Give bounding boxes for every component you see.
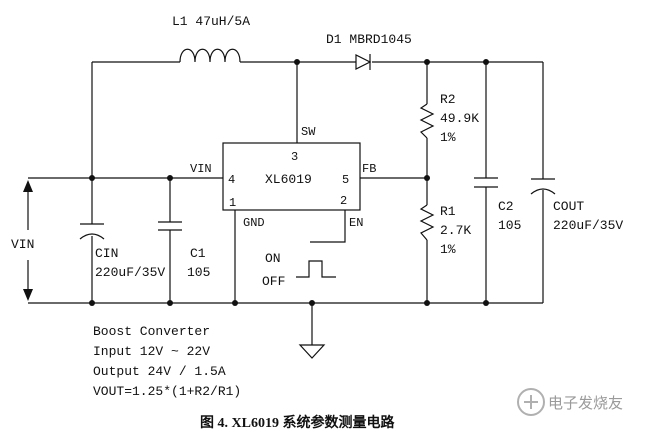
capacitor-c2: C2 105 [474,177,521,233]
diode-d1: D1 MBRD1045 [326,32,412,70]
pin-sw-num: 3 [291,150,298,164]
note-line-1: Boost Converter [93,324,210,339]
r2-tol: 1% [440,130,456,145]
c2-name: C2 [498,199,514,214]
cin-name: CIN [95,246,118,261]
r1-name: R1 [440,204,456,219]
wires [28,61,544,345]
note-line-3: Output 24V / 1.5A [93,364,226,379]
resistor-r2: R2 49.9K 1% [419,92,479,145]
inductor-label: L1 47uH/5A [172,14,250,29]
watermark: 电子发烧友 [517,388,623,416]
enable-off-label: OFF [262,274,285,289]
pin-vin-label: VIN [190,162,212,176]
design-notes: Boost Converter Input 12V ~ 22V Output 2… [93,324,241,399]
r1-tol: 1% [440,242,456,257]
pin-gnd-num: 1 [229,196,236,210]
figure-caption: 图 4. XL6019 系统参数测量电路 [200,414,395,431]
junction-dots [89,59,489,306]
capacitor-cin: CIN 220uF/35V [79,223,165,280]
vin-input-label: VIN [11,237,34,252]
cout-value: 220uF/35V [553,218,623,233]
pin-gnd-label: GND [243,216,265,230]
enable-on-label: ON [265,251,281,266]
note-line-4: VOUT=1.25*(1+R2/R1) [93,384,241,399]
capacitor-cout: COUT 220uF/35V [530,178,623,233]
cin-value: 220uF/35V [95,265,165,280]
c2-value: 105 [498,218,521,233]
ground-icon [298,344,326,359]
capacitor-c1: C1 105 [158,221,210,280]
note-line-2: Input 12V ~ 22V [93,344,210,359]
resistor-r1: R1 2.7K 1% [419,204,471,257]
enable-signal: ON OFF [262,251,336,289]
r2-name: R2 [440,92,456,107]
c1-name: C1 [190,246,206,261]
pin-vin-num: 4 [228,173,235,187]
r1-value: 2.7K [440,223,471,238]
c1-value: 105 [187,265,210,280]
cout-name: COUT [553,199,584,214]
pin-sw-label: SW [301,125,316,139]
pin-en-label: EN [349,216,363,230]
ic-name: XL6019 [265,172,312,187]
pin-fb-label: FB [362,162,376,176]
pin-en-num: 2 [340,194,347,208]
vin-arrow: VIN [11,180,34,301]
inductor-l1: L1 47uH/5A [172,14,250,63]
diode-label: D1 MBRD1045 [326,32,412,47]
r2-value: 49.9K [440,111,479,126]
pin-fb-num: 5 [342,173,349,187]
ic-xl6019: SW 3 VIN 4 XL6019 5 FB 1 2 GND EN [190,125,376,230]
watermark-text: 电子发烧友 [548,395,623,412]
